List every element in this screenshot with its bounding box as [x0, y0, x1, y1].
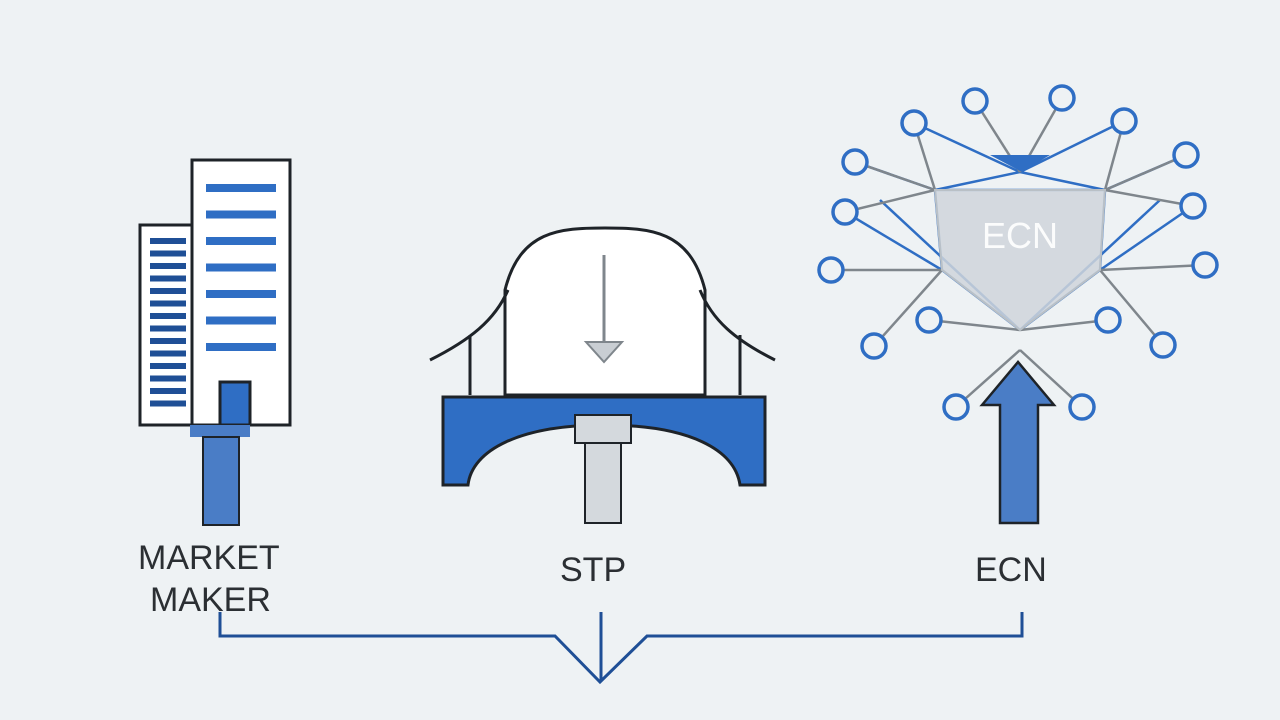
building-window	[206, 237, 276, 245]
network-link	[1019, 349, 1083, 408]
network-link	[913, 121, 1021, 174]
network-link	[934, 170, 1021, 192]
network-link	[1019, 119, 1125, 174]
building-window	[150, 275, 186, 282]
building-window	[150, 375, 186, 382]
network-node	[1172, 141, 1200, 169]
shield-label: ECN	[982, 215, 1058, 256]
down-arrow-icon	[583, 255, 625, 364]
building-main-windows	[206, 184, 276, 351]
network-link	[928, 318, 1021, 332]
network-link	[1019, 318, 1109, 332]
building-door	[218, 380, 252, 427]
building-window	[150, 400, 186, 407]
network-link	[1104, 188, 1194, 208]
network-node	[915, 306, 943, 334]
building-window	[206, 316, 276, 325]
network-node	[1110, 107, 1138, 135]
bracket-connector	[218, 612, 1024, 685]
stp-label: STP	[560, 551, 627, 589]
network-node	[900, 109, 928, 137]
network-link	[854, 160, 936, 192]
network-top-hub	[990, 155, 1050, 172]
network-link	[873, 269, 943, 347]
building-window	[206, 263, 276, 272]
network-node	[1149, 331, 1177, 359]
bridge-pillar	[584, 442, 622, 524]
network-node	[961, 87, 989, 115]
network-icon: ECN	[817, 84, 1219, 525]
building-window	[150, 300, 186, 307]
network-link	[1099, 269, 1164, 346]
building-window	[150, 388, 186, 394]
building-pillar	[202, 436, 240, 526]
market-maker-label-line2: MAKER	[150, 581, 271, 619]
building-window	[150, 250, 186, 257]
building-window	[150, 363, 186, 369]
bridge-right-cable	[698, 289, 776, 362]
network-link	[1099, 204, 1194, 272]
network-link	[1104, 153, 1187, 192]
building-base	[190, 425, 250, 437]
building-window	[206, 210, 276, 219]
building-window	[150, 263, 186, 269]
network-node	[1068, 393, 1096, 421]
building-window	[150, 288, 186, 294]
network-node	[1094, 306, 1122, 334]
building-window	[206, 184, 276, 192]
building-icon	[138, 158, 292, 526]
network-node	[831, 198, 859, 226]
building-window	[150, 338, 186, 344]
network-node	[942, 393, 970, 421]
ecn-label: ECN	[975, 551, 1047, 589]
network-link	[844, 210, 943, 272]
market-maker-label-line1: MARKET	[138, 539, 280, 577]
bridge-pillar-cap	[574, 414, 632, 444]
network-link	[1099, 263, 1206, 272]
up-arrow-icon	[979, 360, 1057, 525]
network-node	[817, 256, 845, 284]
building-window	[150, 238, 186, 244]
network-node	[1048, 84, 1076, 112]
shield-icon: ECN	[933, 189, 1107, 332]
building-left-windows	[150, 238, 186, 407]
bridge-icon	[429, 226, 776, 524]
building-window	[206, 343, 276, 351]
network-nodes	[817, 84, 1219, 421]
network-node	[1191, 251, 1219, 279]
network-node	[841, 148, 869, 176]
network-link	[955, 349, 1021, 408]
network-link	[1019, 170, 1106, 192]
bridge-left-cable	[429, 289, 510, 362]
building-window	[150, 313, 186, 319]
building-window	[150, 325, 186, 332]
network-node	[860, 332, 888, 360]
network-node	[1179, 192, 1207, 220]
building-window	[150, 350, 186, 357]
network-link	[844, 188, 936, 214]
building-window	[206, 290, 276, 298]
